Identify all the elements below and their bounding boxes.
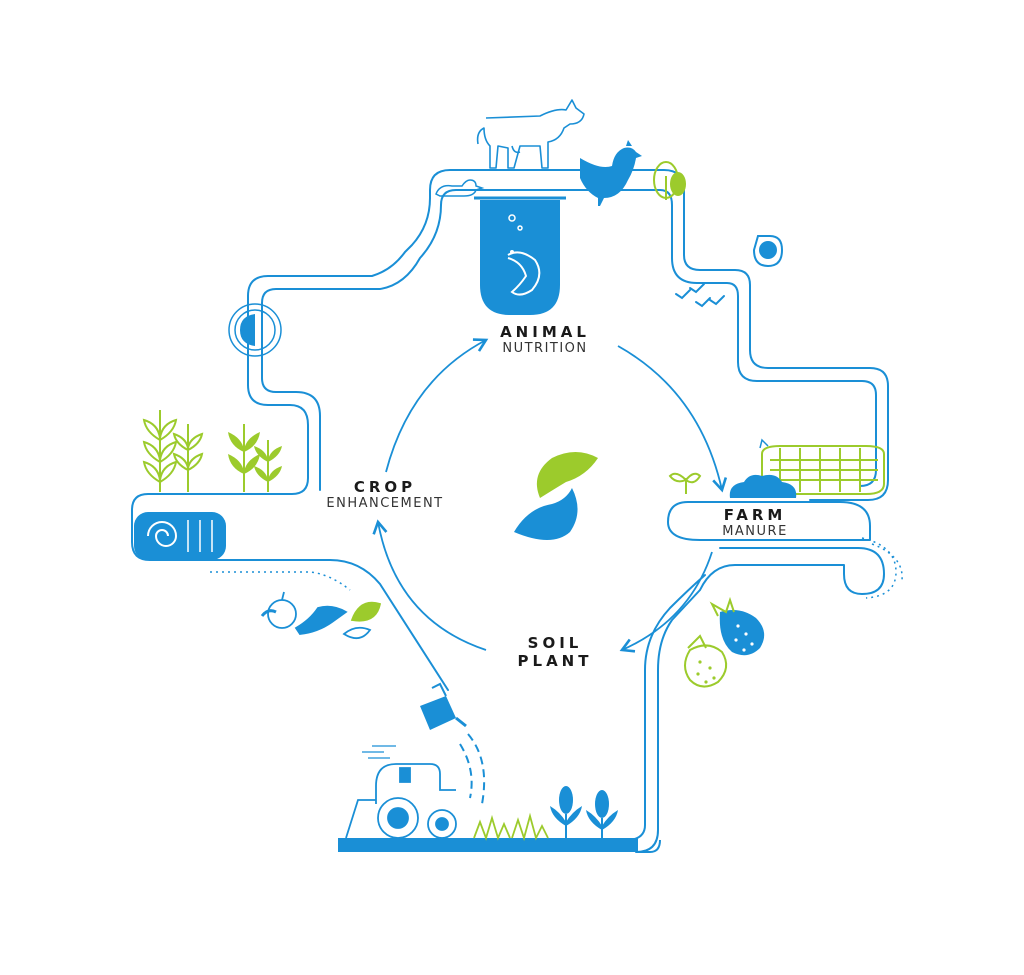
- watering-can-icon: [420, 682, 486, 805]
- sprout-icon: [668, 472, 702, 494]
- hay-bale-icon: [134, 512, 226, 560]
- shrimp-icon: [474, 196, 566, 315]
- animal-subtitle: NUTRITION: [502, 341, 588, 356]
- cycle-arrows: [372, 338, 728, 653]
- farm-subtitle: MANURE: [722, 524, 788, 539]
- crop-subtitle: ENHANCEMENT: [326, 496, 444, 511]
- birds-icon: [675, 283, 725, 308]
- crop-title: CROP: [353, 478, 417, 496]
- grass-icon: [473, 812, 549, 842]
- duck-icon: [435, 179, 485, 197]
- hand-apple-icon: [260, 591, 382, 640]
- ground-bar: [338, 838, 638, 852]
- soil-plant-label: SOIL PLANT: [505, 634, 605, 670]
- cow-icon: [476, 99, 585, 169]
- soil-line2: PLANT: [517, 652, 593, 670]
- dotted-lines: [210, 537, 903, 599]
- corn-plant-icon: [550, 786, 618, 846]
- tree-icon: [653, 161, 686, 200]
- water-drop-icon: [752, 235, 784, 268]
- outer-path: [131, 169, 889, 853]
- soil-line1: SOIL: [527, 634, 583, 652]
- animal-title: ANIMAL: [500, 323, 590, 341]
- farm-manure-label: FARM MANURE: [700, 506, 810, 539]
- farm-title: FARM: [723, 506, 787, 524]
- brand-logo-icon: [514, 452, 598, 540]
- manure-lagoon-icon: [729, 438, 885, 498]
- tractor-icon: [345, 745, 457, 839]
- water-drop-icon: [228, 303, 282, 357]
- strawberry-icon: [684, 596, 765, 688]
- hen-icon: [580, 140, 642, 206]
- animal-nutrition-label: ANIMAL NUTRITION: [490, 323, 600, 356]
- crop-enhancement-label: CROP ENHANCEMENT: [310, 478, 460, 511]
- wheat-icon: [142, 410, 282, 492]
